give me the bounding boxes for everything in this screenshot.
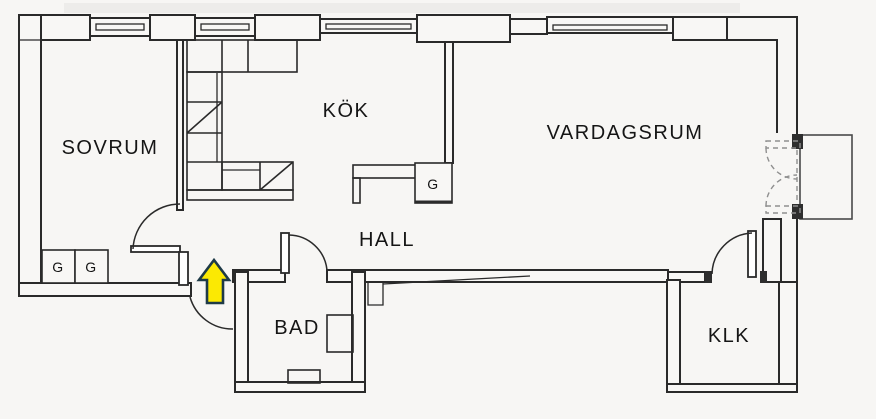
balcony-door-jamb [792,204,803,219]
wardrobes: G G G [41,162,453,284]
interior-walls [176,39,798,393]
top-wall-connector [509,18,548,35]
window-1 [89,17,151,37]
entrance-door-leaf [178,251,189,286]
window-3 [319,18,418,34]
room-label-kok: KÖK [323,100,370,122]
top-wall-segment [416,14,511,43]
room-label-klk: KLK [708,325,750,347]
balcony-door-leaf-bottom [765,205,801,214]
bad-fixture-basin [326,314,354,353]
wardrobe-label-g3: G [427,176,438,192]
left-wall [18,14,42,297]
sovrum-door-arc [132,203,181,250]
kitchen-fixtures [186,39,418,204]
balcony-door-arc-top [765,147,798,180]
sovrum-door-leaf [130,245,181,253]
south-wall-east [326,269,669,283]
kitchen-table-leg [352,177,361,204]
wardrobe-label-g1: G [52,259,63,275]
balcony-outline [799,134,853,220]
bad-door-arc [288,234,328,271]
top-right-inner-wall [673,39,778,133]
south-wall-notch [367,282,384,306]
balcony-door-arc-bottom [765,174,798,207]
klk-left-wall [666,279,681,391]
bathroom-fixtures [287,314,354,384]
kok-vardagsrum-wall [444,41,454,164]
bad-bottom-wall [234,381,366,393]
room-label-hall: HALL [359,229,415,251]
bad-left-wall [234,271,249,393]
sovrum-kok-wall [176,39,184,211]
kitchen-table [352,164,418,179]
klk-right-wall [778,281,798,391]
entrance-door-arc [189,296,234,330]
bad-right-wall [351,271,366,393]
entrance-arrow-icon [196,257,232,305]
exterior-shadow [64,3,740,13]
balcony [765,134,853,220]
top-windows [89,16,674,37]
kitchen-diagonal [186,101,223,134]
top-right-outer-wall [727,16,798,134]
kitchen-diagonal [259,161,294,191]
kitchen-upper-cabinets [186,39,298,73]
right-wall-stub [762,218,782,283]
klk-bottom-wall [666,383,798,393]
wardrobe-label-g2: G [85,259,96,275]
klk-door-leaf [747,230,757,278]
kitchen-counter-front [186,189,294,201]
room-label-sovrum: SOVRUM [62,137,159,159]
klk-door-jamb [760,271,767,283]
sovrum-south-wall [18,282,192,297]
top-wall-segment [40,14,91,41]
klk-door-jamb [705,271,712,283]
doors [130,203,757,330]
room-label-vardagsrum: VARDAGSRUM [547,122,704,144]
wardrobe-g1-box [41,249,76,284]
wardrobe-g2-box [74,249,109,284]
room-labels: SOVRUM KÖK VARDAGSRUM HALL BAD KLK [62,100,750,347]
top-wall-segment [149,14,196,41]
top-wall-segment [254,14,321,41]
room-label-bad: BAD [274,317,320,339]
bad-door-leaf [280,232,290,274]
balcony-door-leaf-top [765,140,801,149]
bad-fixture-toilet [287,369,321,384]
klk-door-arc [711,232,753,275]
window-2 [194,17,256,37]
top-wall-segment [672,16,728,41]
kitchen-counter-run [221,161,294,191]
